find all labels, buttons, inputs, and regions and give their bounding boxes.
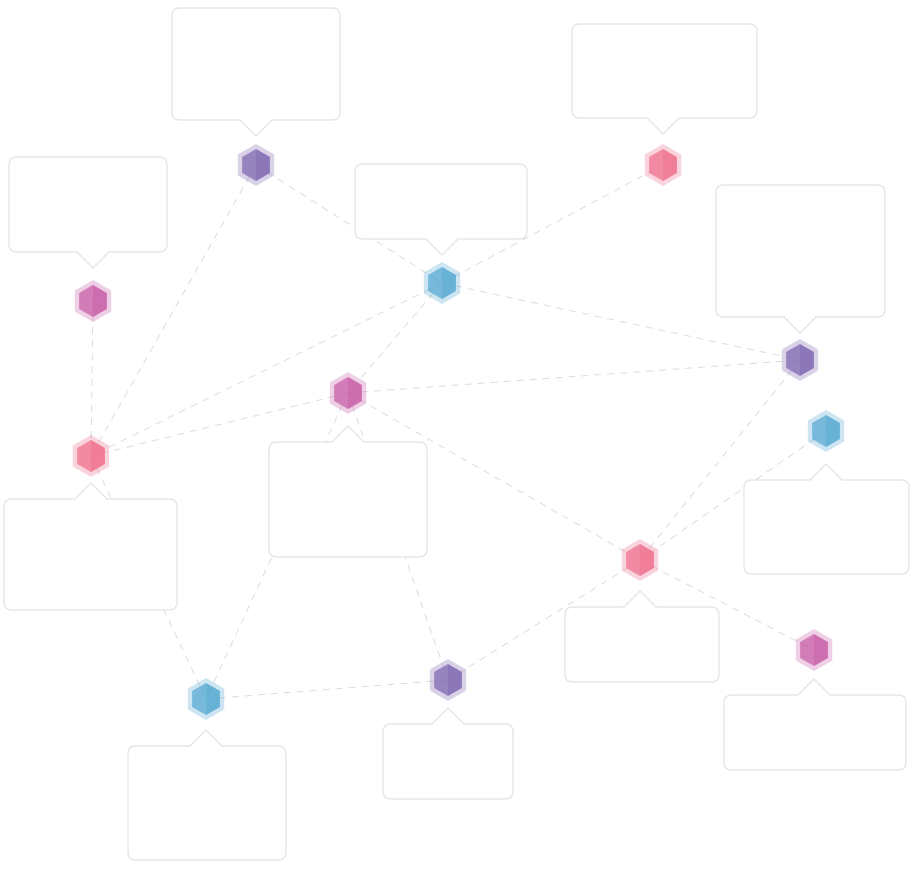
callout-n4 [354, 163, 528, 256]
hexagon-node-n12[interactable] [187, 678, 225, 720]
callout-box [723, 678, 907, 771]
callout-box [382, 707, 514, 800]
edge-n4-n6 [347, 282, 443, 394]
hexagon-node-n5[interactable] [781, 339, 819, 381]
callout-n11 [382, 707, 514, 800]
hexagon-facet [206, 683, 220, 715]
hexagon-facet [800, 344, 814, 376]
edge-n1-n4 [255, 164, 443, 284]
edge-n12-n11 [205, 679, 449, 700]
hexagon-facet [348, 377, 362, 409]
callout-n2 [571, 23, 758, 135]
hexagon-facet [442, 267, 456, 299]
hexagon-facet [448, 664, 462, 696]
callout-box [354, 163, 528, 256]
edge-n5-n9 [639, 359, 801, 561]
hexagon-node-n4[interactable] [423, 262, 461, 304]
hexagon-facet [663, 149, 677, 181]
edge-n3-n7 [90, 300, 94, 457]
callout-n5 [715, 184, 886, 334]
callout-n6 [268, 425, 428, 558]
edge-n9-n10 [639, 559, 815, 651]
callout-box [564, 590, 720, 683]
callout-box [8, 156, 168, 269]
hexagon-node-n9[interactable] [621, 539, 659, 581]
callout-box [268, 425, 428, 558]
callout-box [127, 729, 287, 861]
edge-n6-n11 [347, 392, 449, 681]
hexagon-facet [93, 285, 107, 317]
hexagon-facet [814, 634, 828, 666]
hexagon-node-n7[interactable] [72, 435, 110, 477]
hexagon-node-n1[interactable] [237, 144, 275, 186]
hexagon-node-n6[interactable] [329, 372, 367, 414]
edge-n1-n7 [90, 164, 257, 457]
callout-box [743, 463, 910, 575]
edge-n6-n5 [347, 359, 801, 394]
edge-n6-n7 [90, 392, 349, 457]
callout-box [571, 23, 758, 135]
callout-n7 [3, 482, 178, 611]
edge-n4-n7 [90, 282, 443, 457]
callout-n9 [564, 590, 720, 683]
hexagon-node-n10[interactable] [795, 629, 833, 671]
callout-n12 [127, 729, 287, 861]
edge-n4-n5 [441, 282, 801, 361]
hexagon-facet [826, 415, 840, 447]
callout-n3 [8, 156, 168, 269]
callout-box [3, 482, 178, 611]
edge-n4-n2 [441, 164, 664, 284]
hexagon-facet [640, 544, 654, 576]
hexagon-node-n2[interactable] [644, 144, 682, 186]
hexagon-node-n11[interactable] [429, 659, 467, 701]
hexagon-node-n3[interactable] [74, 280, 112, 322]
callout-box [715, 184, 886, 334]
hexagon-facet [256, 149, 270, 181]
callout-box [171, 7, 341, 137]
hexagon-node-n8[interactable] [807, 410, 845, 452]
hexagon-facet [91, 440, 105, 472]
callout-n1 [171, 7, 341, 137]
edge-n6-n9 [347, 392, 641, 561]
edge-n8-n9 [639, 430, 827, 561]
callout-n10 [723, 678, 907, 771]
edge-n9-n11 [447, 559, 641, 681]
callout-n8 [743, 463, 910, 575]
callouts-layer [3, 7, 910, 861]
nodes-layer [72, 144, 845, 720]
